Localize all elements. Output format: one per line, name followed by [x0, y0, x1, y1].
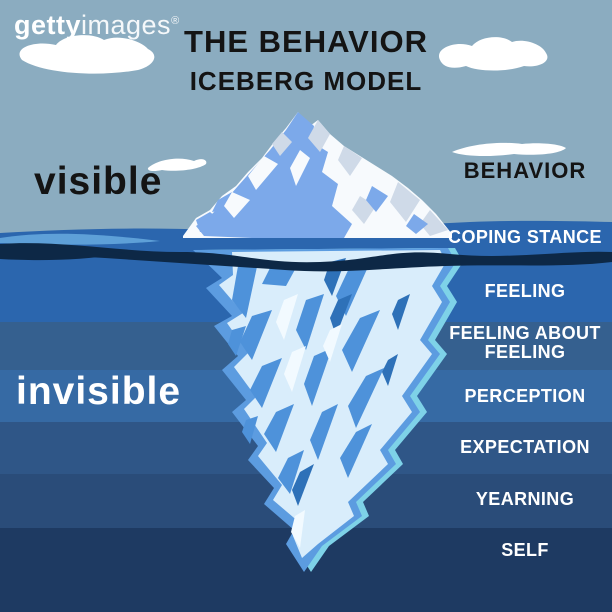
level-label-yearning: YEARNING: [475, 489, 575, 509]
clouds: [19, 35, 566, 172]
iceberg-underwater: [193, 248, 463, 572]
watermark-brand-bold: getty: [14, 10, 82, 40]
level-label-self: SELF: [501, 540, 549, 560]
cloud-icon-top-right: [438, 37, 548, 71]
watermark-brand-regular: images: [81, 10, 172, 40]
level-label-feeling: FEELING: [484, 281, 566, 301]
surface-highlight: [0, 233, 160, 245]
iceberg-above-water: [183, 112, 452, 238]
level-label-coping-stance: COPING STANCE: [448, 227, 602, 247]
page-title-line2: ICEBERG MODEL: [189, 66, 423, 96]
waterline-wave: [0, 243, 612, 272]
level-label-perception: PERCEPTION: [464, 386, 586, 406]
cloud-icon-above-behavior: [452, 142, 566, 157]
level-label-feeling-about-feeling: FEELING ABOUT FEELING: [449, 323, 601, 362]
level-label-expectation: EXPECTATION: [460, 437, 590, 457]
waterline-wave-left: [0, 245, 125, 261]
registered-mark: ®: [171, 15, 180, 27]
zone-label-visible: visible: [34, 160, 163, 203]
level-label-behavior: BEHAVIOR: [463, 158, 587, 183]
cloud-icon-near-visible: [147, 158, 207, 172]
cloud-icon-top-left: [19, 35, 155, 74]
watermark: gettyimages®: [14, 10, 180, 41]
zone-label-invisible: invisible: [16, 370, 182, 413]
page-title-line1: THE BEHAVIOR: [184, 24, 428, 59]
